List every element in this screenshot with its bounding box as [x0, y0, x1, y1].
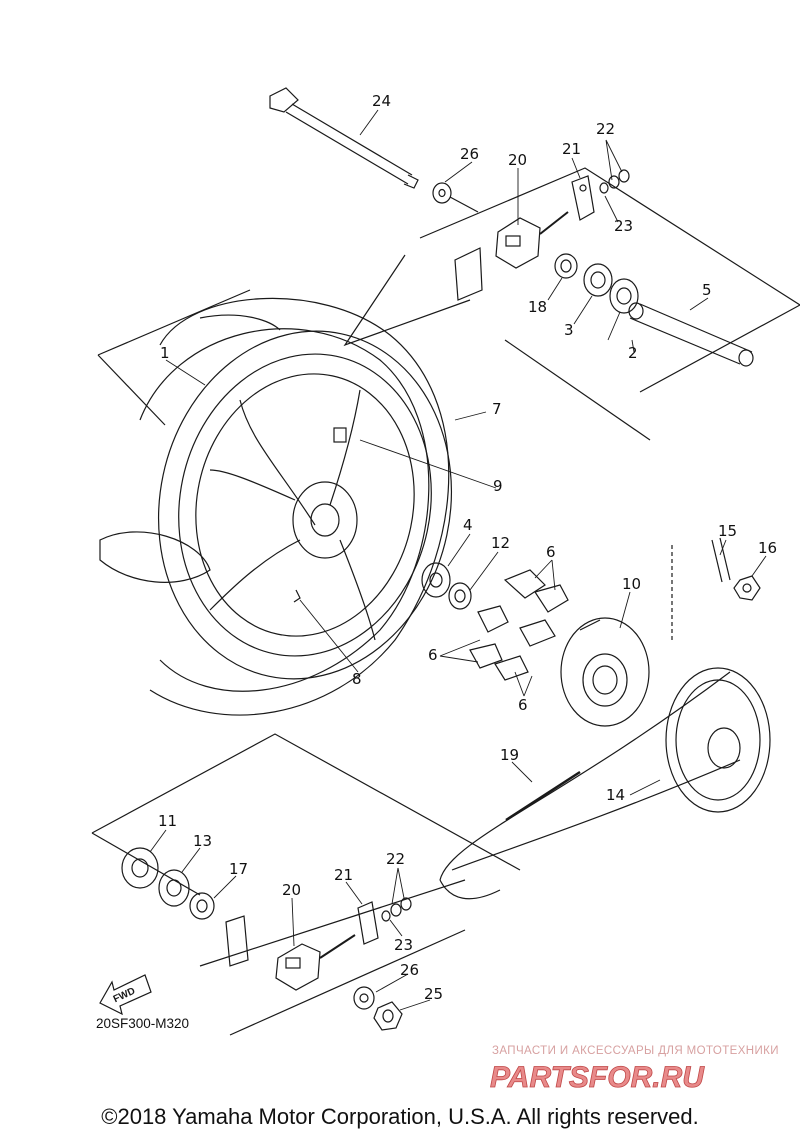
part-label-20-lower: 20: [282, 881, 302, 899]
part-label-10: 10: [622, 575, 642, 593]
part-label-2: 2: [628, 344, 638, 362]
part-label-7: 7: [492, 400, 502, 418]
collar-12: [448, 582, 472, 610]
partsfor-watermark-logo: PARTSFOR.RU: [490, 1061, 706, 1095]
part-label-14: 14: [606, 786, 626, 804]
fwd-arrow-text: FWD: [112, 986, 137, 1006]
washer-26-upper: [432, 182, 452, 204]
fwd-arrow-icon: [99, 974, 152, 1016]
copyright-notice: ©2018 Yamaha Motor Corporation, U.S.A. A…: [101, 1104, 699, 1129]
bearing-11: [121, 847, 159, 889]
part-label-26-upper: 26: [460, 145, 480, 163]
part-label-9: 9: [493, 477, 503, 495]
part-label-6-left: 6: [428, 646, 438, 664]
bearing-4: [421, 562, 451, 598]
chain-19: [439, 671, 741, 900]
nut-22-washer-23-upper: [599, 169, 630, 194]
part-label-21-lower: 21: [334, 866, 354, 884]
part-label-11: 11: [158, 812, 178, 830]
chain-adjuster-20-upper: [454, 211, 569, 301]
part-label-17: 17: [229, 860, 249, 878]
part-label-6-top: 6: [546, 543, 556, 561]
part-label-1: 1: [160, 344, 170, 362]
part-label-6-bottom: 6: [518, 696, 528, 714]
part-label-18: 18: [528, 298, 548, 316]
clutch-hub-10: [560, 617, 650, 727]
nut-25: [373, 1001, 403, 1031]
part-label-23-lower: 23: [394, 936, 414, 954]
adjuster-block-21-upper: [571, 175, 595, 221]
part-label-8: 8: [352, 670, 362, 688]
leader-lines: [149, 109, 767, 1011]
nut-22-washer-23-lower: [381, 897, 412, 922]
washer-26-lower: [353, 986, 375, 1010]
nut-16: [733, 575, 761, 601]
bearing-13: [158, 869, 190, 907]
part-label-15: 15: [718, 522, 738, 540]
part-label-26-lower: 26: [400, 961, 420, 979]
bearing-3: [583, 263, 613, 297]
lower-group-frame: [91, 733, 521, 1036]
bearing-2: [609, 278, 639, 314]
part-label-3: 3: [564, 321, 574, 339]
part-label-5: 5: [702, 281, 712, 299]
damper-6-set: [469, 569, 569, 681]
part-label-4: 4: [463, 516, 473, 534]
upper-axle-group-frame: [343, 167, 800, 393]
spacer-5: [628, 302, 754, 367]
part-label-19: 19: [500, 746, 520, 764]
part-label-23-upper: 23: [614, 217, 634, 235]
watermark-logo-text: PARTSFOR.RU: [490, 1061, 705, 1094]
part-label-13: 13: [193, 832, 213, 850]
part-label-24: 24: [372, 92, 392, 110]
part-label-21-upper: 21: [562, 140, 582, 158]
adjuster-block-21-lower: [357, 901, 379, 945]
collar-17: [189, 892, 215, 920]
stud-15: [711, 537, 731, 583]
part-label-22-lower: 22: [386, 850, 406, 868]
part-label-25: 25: [424, 985, 444, 1003]
rear-wheel-1: [97, 289, 651, 716]
watermark-caption: ЗАПЧАСТИ И АКСЕССУАРЫ ДЛЯ МОТОТЕХНИКИ: [492, 1045, 779, 1057]
drawing-code: 20SF300-M320: [96, 1016, 190, 1031]
part-label-20-upper: 20: [508, 151, 528, 169]
sprocket-14: [665, 667, 771, 813]
part-label-12: 12: [491, 534, 511, 552]
chain-adjuster-20-lower: [275, 934, 356, 991]
part-label-22-upper: 22: [596, 120, 616, 138]
axle-shaft-24: [269, 87, 419, 189]
part-label-16: 16: [758, 539, 778, 557]
collar-18: [554, 253, 578, 279]
